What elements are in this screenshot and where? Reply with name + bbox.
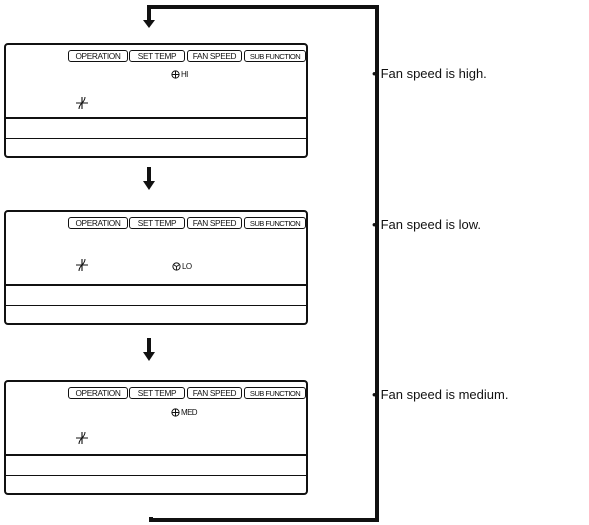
display-divider [6, 305, 306, 306]
operation-button[interactable]: OPERATION [68, 50, 128, 62]
loop-line [147, 5, 379, 522]
fan-speed-label: MED [181, 408, 198, 417]
display-divider [6, 454, 306, 456]
fan-blade-icon [76, 258, 88, 272]
operation-button[interactable]: OPERATION [68, 387, 128, 399]
arrow-down-icon [143, 352, 155, 361]
fan-blade-icon [76, 431, 88, 445]
set-temp-button[interactable]: SET TEMP [129, 217, 185, 229]
arrow-down-icon [143, 181, 155, 190]
bullet: • [372, 217, 377, 232]
fan-speed-button[interactable]: FAN SPEED [187, 50, 242, 62]
arrow-stem [147, 167, 151, 183]
note-text: Fan speed is low. [380, 217, 482, 232]
note-text: Fan speed is high. [380, 66, 487, 81]
note-high: •Fan speed is high. [372, 66, 487, 81]
arrow-down-icon [143, 20, 155, 28]
fan-speed-icon [172, 262, 181, 271]
fan-speed-button[interactable]: FAN SPEED [187, 387, 242, 399]
fan-speed-icon [171, 70, 180, 79]
fan-speed-indicator: HI [171, 70, 188, 79]
fan-speed-icon [171, 408, 180, 417]
remote-display-panel-hi: OPERATION SET TEMP FAN SPEED SUB FUNCTIO… [4, 43, 308, 158]
set-temp-button[interactable]: SET TEMP [129, 50, 185, 62]
sub-function-button[interactable]: SUB FUNCTION [244, 217, 306, 229]
sub-function-button[interactable]: SUB FUNCTION [244, 387, 306, 399]
display-divider [6, 117, 306, 119]
note-text: Fan speed is medium. [380, 387, 509, 402]
bullet: • [372, 387, 377, 402]
bullet: • [372, 66, 377, 81]
display-divider [6, 138, 306, 139]
set-temp-button[interactable]: SET TEMP [129, 387, 185, 399]
display-divider [6, 475, 306, 476]
remote-display-panel-lo: OPERATION SET TEMP FAN SPEED SUB FUNCTIO… [4, 210, 308, 325]
operation-button[interactable]: OPERATION [68, 217, 128, 229]
fan-blade-icon [76, 96, 88, 110]
note-medium: •Fan speed is medium. [372, 387, 508, 402]
sub-function-button[interactable]: SUB FUNCTION [244, 50, 306, 62]
arrow-stem [147, 338, 151, 354]
fan-speed-indicator: LO [172, 262, 192, 271]
remote-display-panel-med: OPERATION SET TEMP FAN SPEED SUB FUNCTIO… [4, 380, 308, 495]
note-low: •Fan speed is low. [372, 217, 481, 232]
fan-speed-label: HI [181, 70, 188, 79]
fan-speed-label: LO [182, 262, 192, 271]
fan-speed-indicator: MED [171, 408, 198, 417]
fan-speed-button[interactable]: FAN SPEED [187, 217, 242, 229]
display-divider [6, 284, 306, 286]
